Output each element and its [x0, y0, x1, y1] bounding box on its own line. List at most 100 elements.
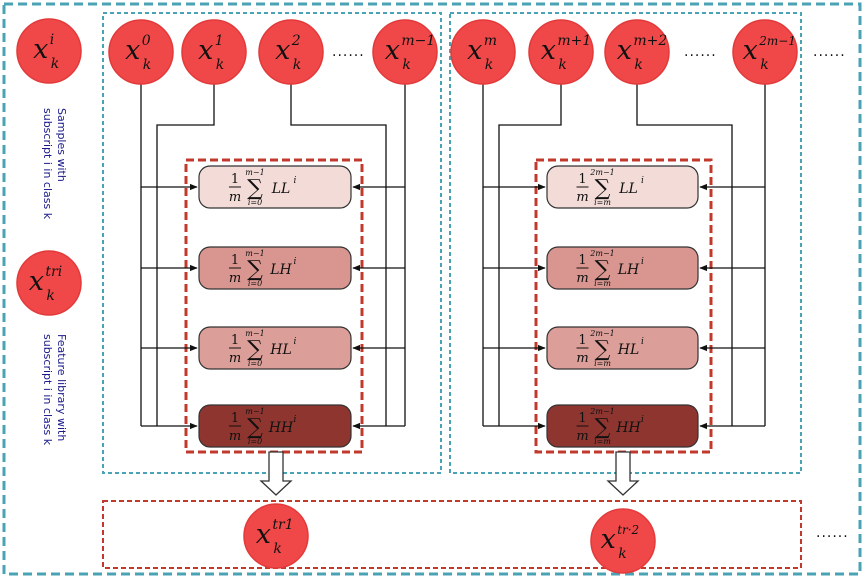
group1-band-2-frac-num: 1	[231, 333, 239, 348]
group2-band-0-sum-bottom: i=m	[594, 198, 611, 207]
group2-sample-0-base: x	[467, 35, 482, 66]
group2-band-0-frac-num: 1	[578, 172, 586, 187]
group2-ellipsis: ......	[684, 44, 717, 60]
group1-wire-1	[156, 84, 215, 426]
group2-band-3-box	[546, 404, 699, 448]
legend-sample-desc-line1: Samples with	[55, 108, 68, 182]
group1-band-1-term: LH	[269, 262, 292, 278]
group1-band-1-sigma: ∑	[247, 257, 263, 282]
group1-band-0-term: LL	[271, 181, 291, 197]
legend-sample-symbol-sub: k	[51, 56, 59, 72]
group1-sample-3-base: x	[385, 35, 400, 66]
legend-sample-desc: Samples with subscript i in class k	[41, 108, 68, 220]
group1-band-3-box	[198, 404, 352, 448]
group2-band-1-sum-bottom: i=m	[594, 279, 611, 288]
group1-band-1-sum-bottom: i=0	[248, 279, 262, 288]
group2-sample-1-sub: k	[558, 57, 566, 73]
output-frame	[102, 500, 802, 569]
group1-band-0-term-sup: i	[294, 176, 297, 186]
group2-sample-2-sup: m+2	[633, 33, 667, 49]
group2-band-1-sum-top: 2m−1	[589, 249, 614, 258]
group1-band-0-box	[198, 165, 352, 209]
group1-sample-3-circle	[372, 19, 438, 85]
group2-wire-2	[636, 84, 733, 426]
group2-sample-0-circle	[450, 19, 516, 85]
group1-sample-0-sub: k	[143, 57, 151, 73]
group2-band-3-term-sup: i	[641, 415, 644, 425]
group2-output-sub: k	[618, 546, 626, 562]
group1-band-2-term-sup: i	[294, 337, 297, 347]
group2-output-base: x	[601, 524, 616, 555]
group1-output-sup: tr1	[272, 517, 293, 533]
group1-ellipsis: ......	[332, 44, 365, 60]
legend-feature-symbol-sup: tri	[45, 264, 62, 280]
group2-band-3-sigma: ∑	[595, 415, 611, 440]
group1-band-1-sum-top: m−1	[245, 249, 264, 258]
group1-band-1-frac-den: m	[229, 271, 241, 286]
group2-wire-1	[498, 84, 562, 426]
group1-sample-0-base: x	[125, 35, 140, 66]
legend-feature-desc-line1: Feature library with	[55, 334, 68, 441]
group2-band-2-term: HL	[617, 342, 640, 358]
group2-band-1-term-sup: i	[641, 257, 644, 267]
group2-band-3-sum-bottom: i=m	[594, 437, 611, 446]
legend-sample-desc-line2: subscript i in class k	[41, 108, 54, 220]
group2-band-0-box	[546, 165, 699, 209]
group1-band-2-frac-den: m	[229, 351, 241, 366]
group1-band-1-frac-num: 1	[231, 253, 239, 268]
group1-band-0-frac-num: 1	[231, 172, 239, 187]
group1-band-0-sum-bottom: i=0	[248, 198, 262, 207]
group2-band-0-frac-den: m	[576, 190, 588, 205]
group1-sample-2-circle	[258, 19, 324, 85]
group1-sample-2-sub: k	[293, 57, 301, 73]
group1-sample-3-sub: k	[402, 57, 410, 73]
connection-wires	[140, 84, 766, 430]
group2-band-0-sum-top: 2m−1	[589, 168, 614, 177]
group1-wire-2	[290, 84, 387, 426]
group2-band-2-frac-den: m	[576, 351, 588, 366]
group2-sample-1-base: x	[541, 35, 556, 66]
group2-down-arrow	[606, 451, 640, 496]
group1-band-3-sum-bottom: i=0	[248, 437, 262, 446]
group1-sample-1-sub: k	[216, 57, 224, 73]
group1-band-2-term: HL	[269, 342, 292, 358]
group1-band-3-frac-num: 1	[231, 411, 239, 426]
group1-sample-2-sup: 2	[291, 33, 301, 49]
group2-sample-2-base: x	[617, 35, 632, 66]
group2-sample-0-sub: k	[485, 57, 493, 73]
group1-output-circle	[243, 503, 309, 569]
legend-feature-symbol-circle	[16, 250, 82, 316]
group2-band-3-frac-den: m	[576, 429, 588, 444]
trailing-ellipsis-top: ......	[813, 44, 846, 60]
group1-band-3-frac-den: m	[229, 429, 241, 444]
group1-band-0-sum-top: m−1	[245, 168, 264, 177]
group1-output-sub: k	[273, 541, 281, 557]
group1-band-2-box	[198, 326, 352, 370]
group2-band-1-sigma: ∑	[595, 257, 611, 282]
trailing-ellipsis-bottom: ......	[816, 525, 849, 541]
group1-band-3-term: HH	[268, 420, 294, 436]
group2-sample-2-sub: k	[634, 57, 642, 73]
group2-band-2-sigma: ∑	[595, 337, 611, 362]
group2-sample-2-circle	[604, 19, 670, 85]
group2-sample-3-base: x	[743, 35, 758, 66]
legend-sample-symbol-sup: i	[50, 32, 54, 48]
group2-band-0-term-sup: i	[641, 176, 644, 186]
group2-band-1-frac-num: 1	[578, 253, 586, 268]
group2-sample-1-sup: m+1	[557, 33, 591, 49]
group2-band-0-sigma: ∑	[595, 176, 611, 201]
